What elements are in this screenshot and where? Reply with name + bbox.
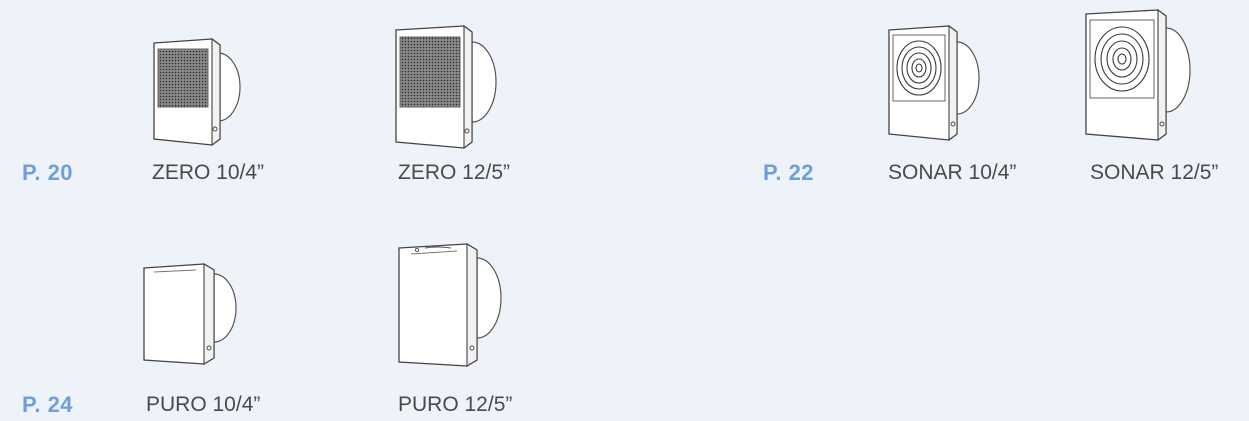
puro-10-4-fan-illustration (140, 260, 245, 375)
extractor-fan-icon (153, 37, 241, 147)
extractor-fan-icon (888, 24, 980, 142)
model-label-puro-12-5: PURO 12/5” (398, 393, 513, 416)
page-ref-zero: P. 20 (22, 160, 74, 185)
page-ref-sonar: P. 22 (763, 160, 815, 185)
model-label-puro-10-4: PURO 10/4” (146, 393, 261, 416)
model-label-sonar-12-5: SONAR 12/5” (1090, 161, 1219, 184)
puro-12-5-fan-illustration (395, 240, 510, 375)
zero-10-4-fan-illustration (150, 35, 250, 150)
model-label-zero-10-4: ZERO 10/4” (152, 161, 265, 184)
model-label-zero-12-5: ZERO 12/5” (398, 161, 511, 184)
extractor-fan-icon (395, 24, 497, 150)
extractor-fan-icon (143, 263, 237, 365)
zero-12-5-fan-illustration (392, 22, 507, 152)
sonar-10-4-fan-illustration (885, 22, 990, 147)
sonar-12-5-fan-illustration (1082, 6, 1202, 146)
extractor-fan-icon (398, 243, 502, 367)
model-label-sonar-10-4: SONAR 10/4” (888, 161, 1017, 184)
page-ref-puro: P. 24 (22, 392, 74, 417)
extractor-fan-icon (1085, 8, 1191, 142)
